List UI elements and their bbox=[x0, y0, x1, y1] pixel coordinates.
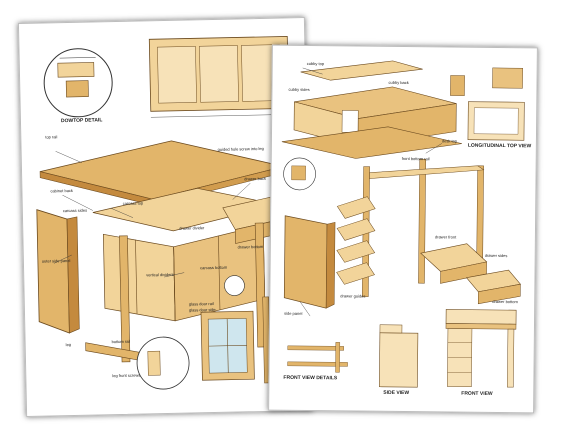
detail-block bbox=[65, 80, 89, 98]
leg bbox=[119, 235, 131, 363]
side-view-drawing bbox=[379, 332, 419, 388]
label-carcass-top: carcass top bbox=[122, 200, 144, 206]
front-view-hutch bbox=[445, 309, 517, 325]
label-cubby-back: cubby back bbox=[388, 79, 409, 86]
label-leg: leg bbox=[65, 342, 72, 348]
desk-top bbox=[281, 126, 462, 159]
label-outer-side-panel: outer side panel bbox=[41, 258, 71, 264]
desk-plan-sheet: cubby top cubby back cubby sides front b… bbox=[268, 44, 538, 414]
desk-illustration bbox=[281, 60, 525, 388]
label-drawer-sides: drawer sides bbox=[484, 252, 508, 259]
label-drawer-back: drawer back bbox=[244, 175, 267, 182]
label-cubby-sides: cubby sides bbox=[288, 86, 310, 93]
leg-detail-circle bbox=[136, 336, 190, 390]
label-dowtop-detail: DOWTOP DETAIL bbox=[60, 117, 103, 125]
label-drawer-guides: drawer guides bbox=[340, 293, 366, 299]
drawer-guide-2 bbox=[336, 218, 376, 241]
label-drawer-divider: drawer divider bbox=[179, 225, 205, 231]
label-front-view-details: FRONT VIEW DETAILS bbox=[283, 374, 338, 382]
label-front-bottom-rail: front bottom rail bbox=[401, 155, 430, 162]
sideboard-illustration bbox=[36, 36, 290, 390]
label-cabinet-back: cabinet back bbox=[50, 187, 73, 194]
label-front-view: FRONT VIEW bbox=[461, 390, 493, 397]
label-top-rail: top rail bbox=[45, 134, 58, 140]
label-side-panel: side panel bbox=[284, 310, 303, 316]
sideboard-plan-sheet: top rail DOWTOP DETAIL cabinet back carc… bbox=[17, 17, 314, 417]
drawer-guide-1 bbox=[336, 196, 376, 219]
label-vertical-dividers: vertical dividers bbox=[146, 271, 174, 278]
detail-board bbox=[57, 62, 95, 78]
desk-leg-mid bbox=[418, 158, 426, 284]
label-side-view: SIDE VIEW bbox=[383, 389, 410, 397]
label-drawer-front: drawer front bbox=[434, 234, 457, 240]
label-leg-front-screws: leg front screws bbox=[112, 372, 141, 379]
drawer-guide-4 bbox=[336, 262, 375, 285]
label-carcass-sides: carcass sides bbox=[62, 207, 88, 214]
label-desktop: desk top bbox=[441, 138, 458, 144]
outer-side-panel bbox=[36, 209, 70, 334]
label-cubby-top: cubby top bbox=[306, 60, 325, 67]
label-carcass-bottom: carcass bottom bbox=[200, 264, 228, 271]
label-glass-door-stile: glass door stile bbox=[188, 306, 216, 313]
label-drawer-bottom: drawer bottom bbox=[492, 298, 518, 305]
label-top-view: LONGITUDINAL TOP VIEW bbox=[467, 142, 532, 150]
carcass-front-left bbox=[102, 233, 176, 322]
label-glass-door-rail: glass door rail bbox=[188, 301, 214, 307]
side-panel bbox=[283, 215, 328, 309]
label-bottom-rail: bottom rail bbox=[111, 338, 131, 345]
drawer-guide-3 bbox=[336, 240, 376, 263]
label-drawer-bottom: drawer bottom bbox=[237, 243, 264, 250]
cubby-top bbox=[300, 60, 423, 81]
